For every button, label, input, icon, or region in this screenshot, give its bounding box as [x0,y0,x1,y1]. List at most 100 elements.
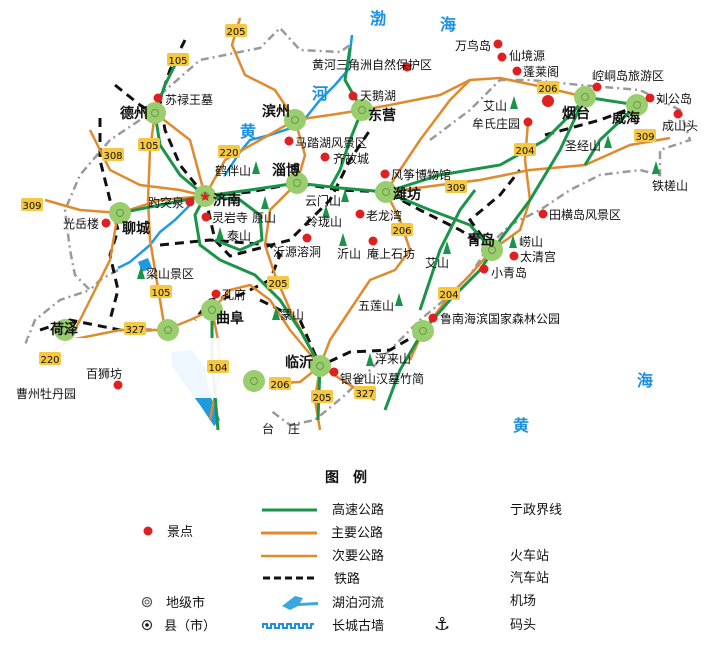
city-marker[interactable] [109,202,131,224]
city-label[interactable]: 德州 [120,105,148,122]
city-label[interactable]: 烟台 [562,105,590,122]
scenic-spot-marker[interactable] [402,62,412,72]
scenic-spot-marker[interactable] [509,251,519,261]
scenic-spot-label[interactable]: 趵突泉 [148,195,184,210]
mountain-label[interactable]: 浮来山 [375,352,411,366]
city-marker[interactable] [243,370,265,392]
scenic-spot-label[interactable]: 孔府 [222,287,246,302]
scenic-spot-label[interactable]: 小青岛 [491,265,527,280]
scenic-spot-marker[interactable] [479,264,489,274]
mountain-label[interactable]: 艾山 [425,256,449,270]
scenic-spot-marker[interactable] [355,209,365,219]
scenic-spot-label[interactable]: 鲁南海滨国家森林公园 [440,311,560,326]
mountain-icon[interactable] [395,293,403,306]
scenic-spot-label[interactable]: 马踏湖风景区 [295,135,367,150]
mountain-label[interactable]: 梁山景区 [146,266,194,281]
scenic-spot-marker[interactable] [493,39,503,49]
scenic-spot-label[interactable]: 蓬莱阁 [523,65,559,79]
scenic-spot-marker[interactable] [368,236,378,246]
mountain-label[interactable]: 铁槎山 [652,178,688,193]
scenic-spot-marker[interactable] [284,136,294,146]
mountain-icon[interactable] [137,266,145,279]
scenic-spot-marker[interactable] [185,197,195,207]
scenic-spot-marker[interactable] [542,95,554,107]
scenic-spot-label[interactable]: 百狮坊 [86,366,122,381]
city-marker[interactable] [309,355,331,377]
city-marker[interactable] [626,94,648,116]
city-label[interactable]: 临沂 [285,354,313,371]
mountain-icon[interactable] [261,196,269,209]
scenic-spot-label[interactable]: 风筝博物馆 [391,167,451,182]
scenic-spot-label[interactable]: 田横岛风景区 [549,207,621,222]
scenic-spot-marker[interactable] [380,169,390,179]
scenic-spot-label[interactable]: 苏禄王墓 [165,92,213,107]
city-label[interactable]: 淄博 [272,162,300,179]
scenic-spot-label[interactable]: 灵岩寺 [212,210,248,225]
scenic-spot-label[interactable]: 曹州牡丹园 [16,386,76,401]
scenic-spot-label[interactable]: 天鹅湖 [360,88,396,103]
city-marker[interactable] [574,86,596,108]
scenic-spot-marker[interactable] [348,91,358,101]
mountain-icon[interactable] [272,307,280,320]
city-label[interactable]: 潍坊 [393,186,421,203]
city-marker[interactable] [284,109,306,131]
city-marker[interactable] [286,172,308,194]
scenic-spot-marker[interactable] [538,209,548,219]
mountain-icon[interactable] [341,189,349,202]
mountain-label[interactable]: 崂山 [519,235,543,249]
mountain-icon[interactable] [322,205,330,218]
city-label[interactable]: 青岛 [467,232,495,249]
city-marker[interactable] [157,319,179,341]
city-marker[interactable] [144,102,166,124]
mountain-label[interactable]: 圣经山 [565,139,601,153]
scenic-spot-label[interactable]: 齐故城 [333,151,369,166]
scenic-spot-label[interactable]: 仙境源 [509,48,545,63]
city-marker[interactable] [481,239,503,261]
city-label[interactable]: 威海 [612,110,640,127]
scenic-spot-label[interactable]: 光岳楼 [63,216,99,231]
scenic-spot-label[interactable]: 沂源溶洞 [273,244,321,259]
mountain-icon[interactable] [366,353,374,366]
city-label[interactable]: 曲阜 [216,310,244,327]
city-marker[interactable]: ★ [194,185,216,207]
scenic-spot-label[interactable]: 万鸟岛 [455,38,491,53]
scenic-spot-label[interactable]: 崆峒岛旅游区 [592,68,664,83]
mountain-label[interactable]: 鹤伴山 [215,163,251,178]
mountain-label[interactable]: 玲珑山 [306,215,342,229]
scenic-spot-label[interactable]: 成山头 [662,119,698,133]
scenic-spot-marker[interactable] [113,380,123,390]
city-label[interactable]: 聊城 [122,220,150,237]
mountain-label[interactable]: 艾山 [483,99,507,113]
scenic-spot-label[interactable]: 银雀山汉墓竹简 [340,372,424,386]
mountain-icon[interactable] [652,161,660,174]
city-label[interactable]: 东营 [368,107,396,124]
mountain-icon[interactable] [216,227,224,240]
scenic-spot-marker[interactable] [201,212,211,222]
mountain-icon[interactable] [604,135,612,148]
mountain-label[interactable]: 五莲山 [358,299,394,313]
scenic-spot-marker[interactable] [320,152,330,162]
scenic-spot-label[interactable]: 黄河三角洲自然保护区 [312,57,432,72]
scenic-spot-label[interactable]: 刘公岛 [656,91,692,106]
scenic-spot-label[interactable]: 庵上石坊 [367,246,415,261]
scenic-spot-marker[interactable] [428,313,438,323]
scenic-spot-label[interactable]: 牟氏庄园 [472,116,520,131]
mountain-icon[interactable] [443,241,451,254]
city-marker[interactable] [375,181,397,203]
city-label[interactable]: 滨州 [262,103,290,120]
scenic-spot-marker[interactable] [523,117,533,127]
scenic-spot-marker[interactable] [153,93,163,103]
scenic-spot-marker[interactable] [101,218,111,228]
mountain-label[interactable]: 原山 [252,211,276,225]
mountain-label[interactable]: 泰山 [227,229,251,243]
city-marker[interactable] [412,320,434,342]
city-marker[interactable] [351,99,373,121]
city-marker[interactable] [54,319,76,341]
mountain-icon[interactable] [339,233,347,246]
mountain-icon[interactable] [510,96,518,109]
mountain-label[interactable]: 云门山 [305,193,341,208]
city-label[interactable]: 济南 [213,192,241,209]
scenic-spot-marker[interactable] [512,66,522,76]
scenic-spot-marker[interactable] [673,109,683,119]
scenic-spot-label[interactable]: 老龙湾 [366,208,402,223]
